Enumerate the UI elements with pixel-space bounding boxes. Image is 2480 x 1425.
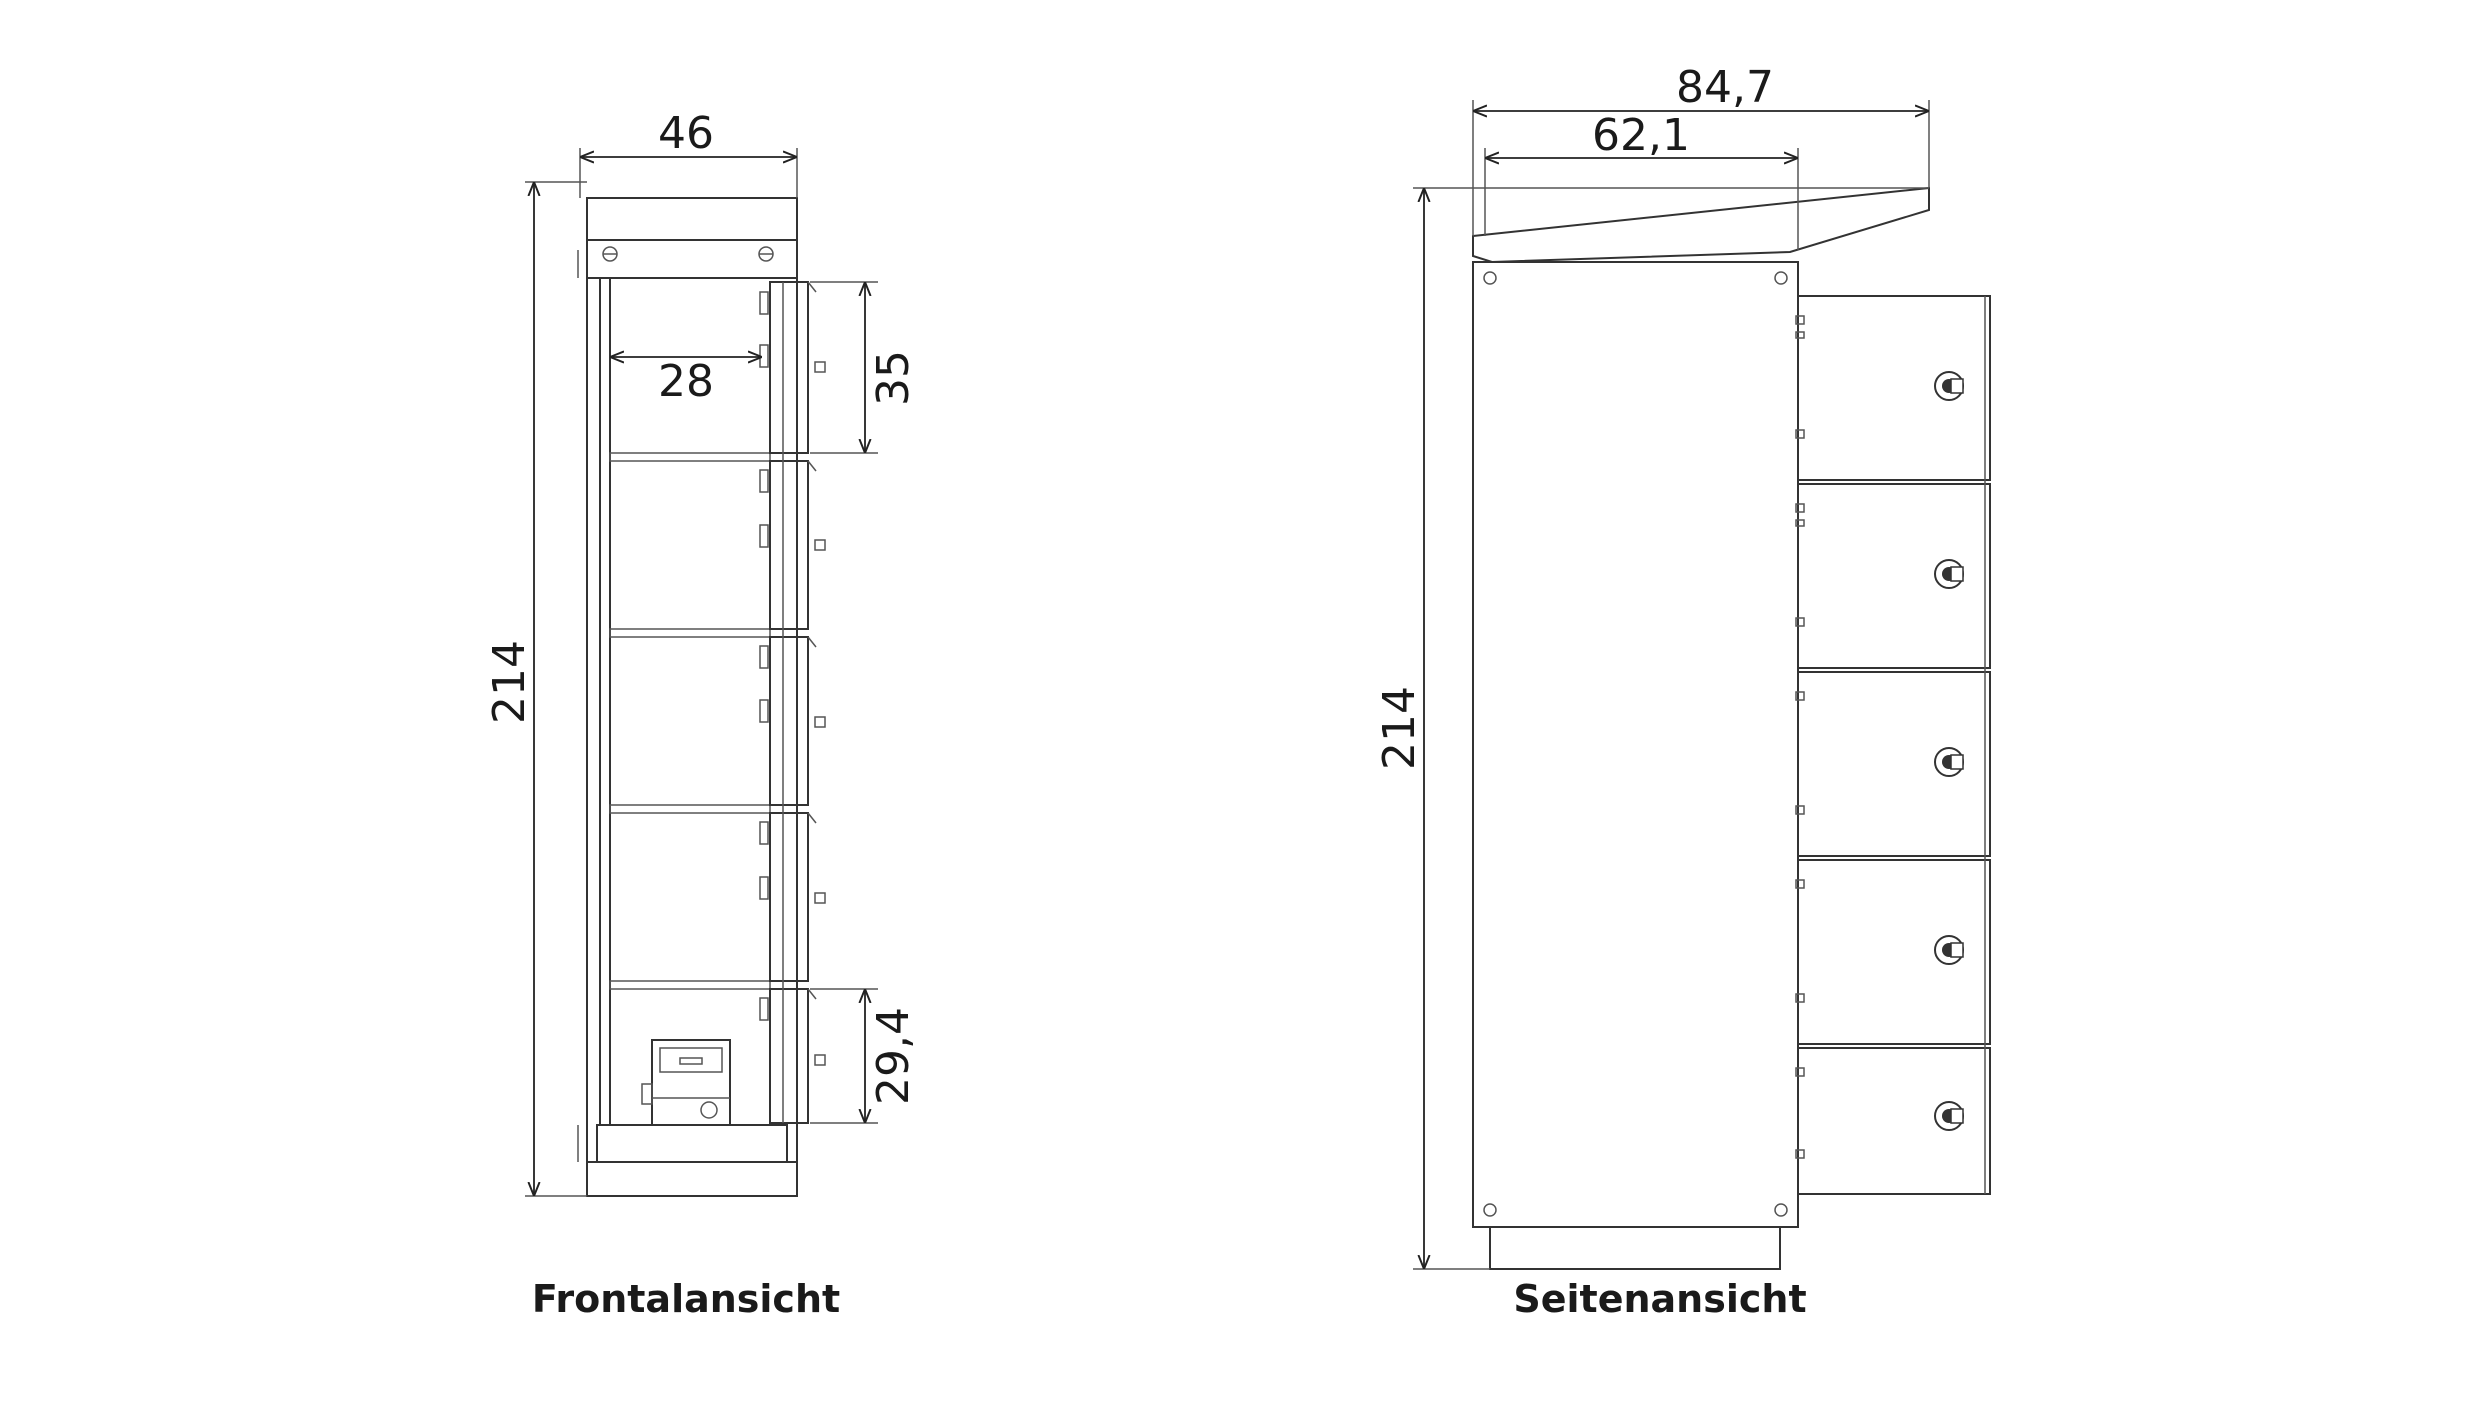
side-total-depth-label: 84,7 [1676,62,1774,113]
front-base [596,1124,788,1163]
side-height-label: 214 [1374,686,1425,770]
side-lock-icons [1934,371,1964,1131]
lock-icon [1934,371,1964,401]
side-view [1472,186,1991,1270]
lock-icon [1934,747,1964,777]
front-dimension-height [525,181,587,1197]
front-inner-width-label: 28 [658,356,714,407]
side-body [1472,261,1799,1228]
side-view-caption: Seitenansicht [1513,1277,1806,1321]
front-dimension-compartment [810,281,878,454]
front-dimension-width [579,148,798,198]
front-bottom-compartment-label: 29,4 [868,1007,919,1105]
lock-icon [1934,559,1964,589]
front-compartment-label: 35 [868,350,919,406]
side-roof [1472,186,1930,264]
front-view [577,197,826,1197]
side-doors [1795,295,1991,1195]
front-shelves [609,452,771,990]
side-dimension-total-depth [1472,100,1930,236]
front-height-label: 214 [484,640,535,724]
side-dimension-body-depth [1484,148,1799,250]
left-post [599,277,611,1126]
lock-icon [1934,1101,1964,1131]
front-door-profiles [759,281,826,1124]
side-body-depth-label: 62,1 [1592,110,1690,161]
front-top-cap [586,197,798,241]
front-dimension-bottom-compartment [810,988,878,1124]
front-upper-band [586,239,798,279]
side-plinth [1489,1226,1781,1270]
side-dimension-height [1413,187,1929,1270]
lock-icon [1934,935,1964,965]
front-plinth [586,1161,798,1197]
front-width-label: 46 [658,108,714,159]
front-view-caption: Frontalansicht [532,1277,840,1321]
front-bottom-device [641,1039,731,1126]
